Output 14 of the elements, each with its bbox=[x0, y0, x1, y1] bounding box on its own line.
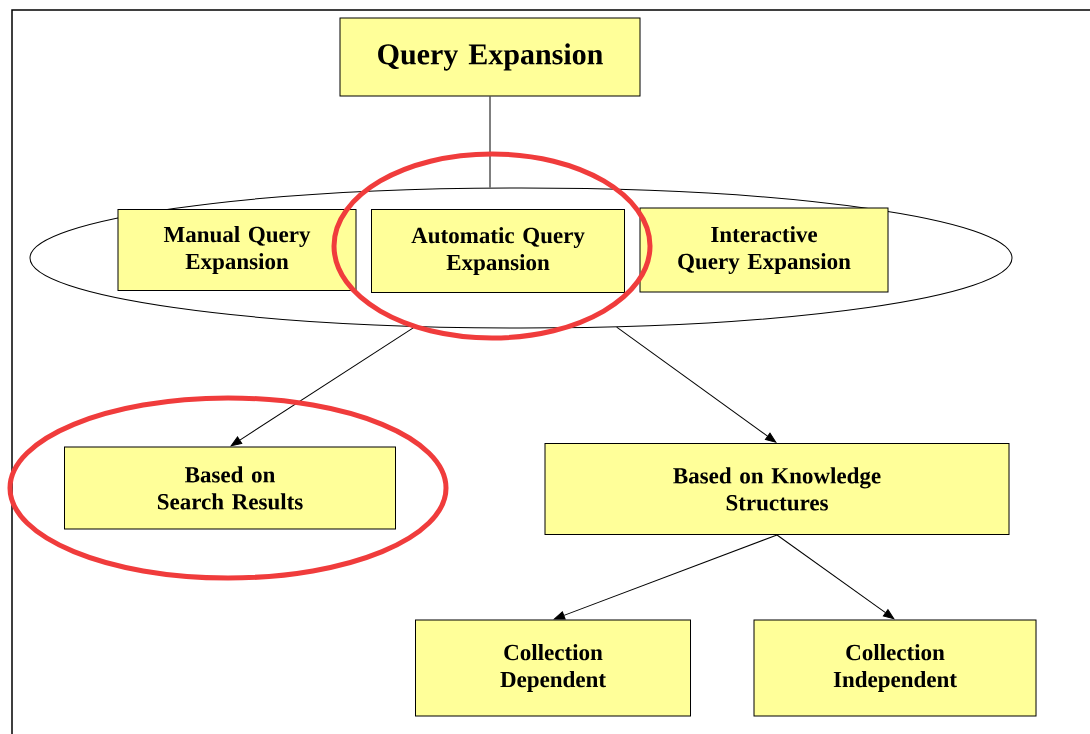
arrow bbox=[230, 326, 416, 447]
ellipse-outline bbox=[29, 187, 1013, 329]
category-box: Based on Knowledge Structures bbox=[544, 443, 1010, 535]
category-box: Based on Search Results bbox=[64, 446, 396, 530]
category-box: Collection Dependent bbox=[415, 619, 691, 717]
category-box: Automatic Query Expansion bbox=[371, 209, 625, 293]
category-box: Collection Independent bbox=[753, 619, 1037, 717]
category-box: Interactive Query Expansion bbox=[639, 207, 889, 293]
category-box: Manual Query Expansion bbox=[117, 209, 357, 291]
arrow bbox=[776, 534, 895, 620]
connector-line bbox=[489, 96, 491, 188]
arrow bbox=[553, 534, 778, 620]
title-box: Query Expansion bbox=[339, 17, 641, 97]
arrow bbox=[616, 326, 777, 443]
